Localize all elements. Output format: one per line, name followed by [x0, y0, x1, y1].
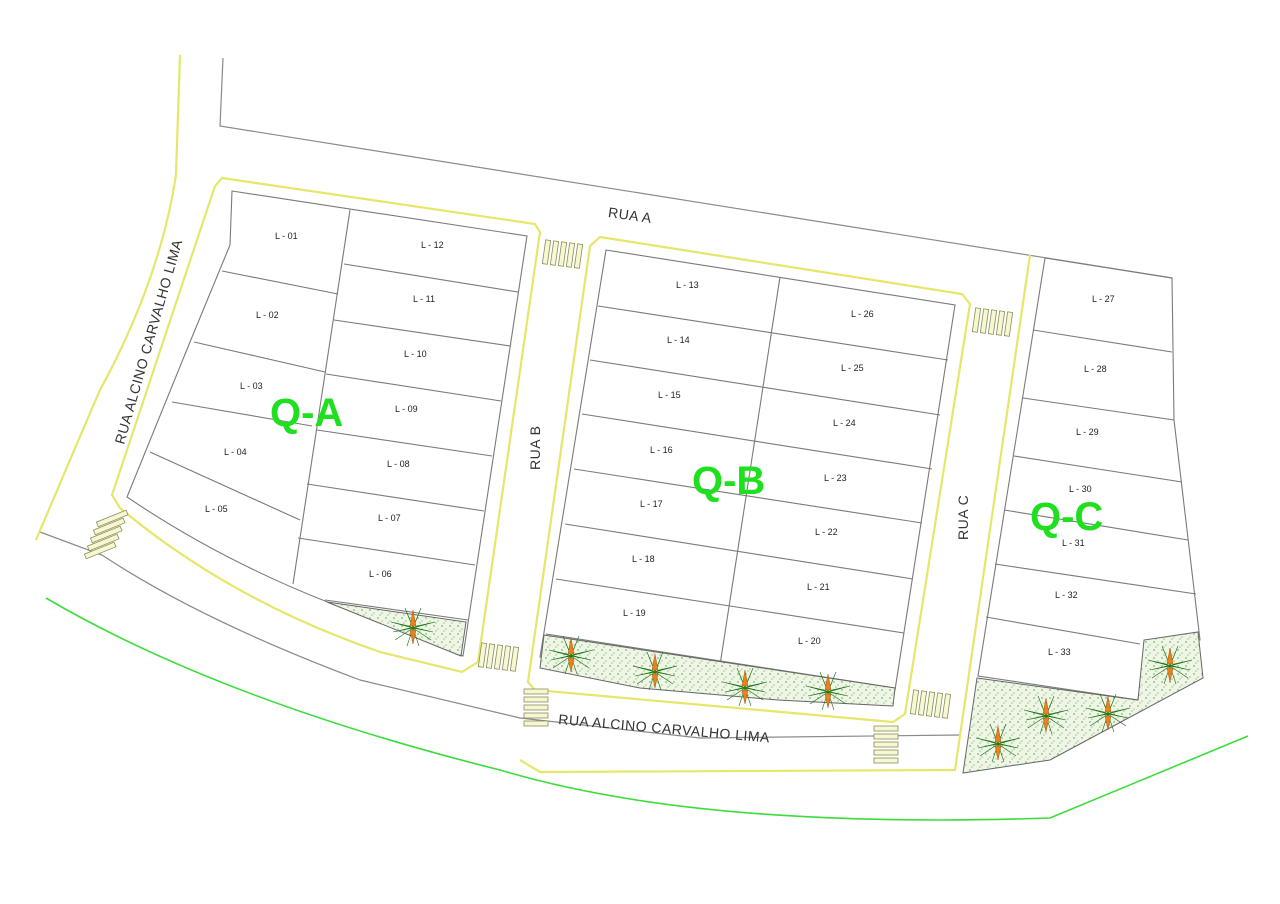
lot-label: L - 09 [395, 404, 418, 414]
crosswalk-alcino-c [873, 725, 899, 764]
lot-label: L - 11 [413, 294, 435, 304]
lot-label: L - 12 [421, 240, 444, 250]
green-area-qc [962, 631, 1204, 774]
street-label-rua-b: RUA B [527, 425, 543, 470]
lot-labels: L - 01 L - 02 L - 03 L - 04 L - 05 L - 0… [205, 231, 1115, 657]
lot-label: L - 20 [798, 636, 821, 646]
lot-label: L - 21 [807, 582, 830, 592]
lot-label: L - 26 [851, 309, 874, 319]
lot-label: L - 27 [1092, 294, 1115, 304]
lot-label: L - 08 [387, 459, 410, 469]
lot-label: L - 15 [658, 390, 681, 400]
green-areas [326, 601, 1204, 774]
lot-label: L - 29 [1076, 427, 1099, 437]
lot-label: L - 14 [667, 335, 690, 345]
lot-label: L - 30 [1069, 484, 1092, 494]
crosswalk-rua-b-bottom [477, 642, 520, 672]
lot-label: L - 31 [1062, 538, 1085, 548]
lot-label: L - 32 [1055, 590, 1078, 600]
lot-label: L - 28 [1084, 364, 1107, 374]
lot-label: L - 25 [841, 363, 864, 373]
lot-label: L - 18 [632, 554, 655, 564]
green-area-qb [539, 634, 896, 707]
crosswalk-alcino-b [523, 688, 549, 727]
lot-label: L - 07 [378, 513, 401, 523]
crosswalk-rua-c-bottom [909, 689, 952, 719]
street-label-alcino-vertical: RUA ALCINO CARVALHO LIMA [112, 237, 186, 446]
crosswalk-rua-a-c [971, 307, 1014, 337]
block-qa-lots [126, 190, 528, 657]
outer-roads [34, 54, 1249, 821]
lot-label: L - 13 [676, 280, 699, 290]
lot-label: L - 06 [369, 569, 392, 579]
street-label-rua-c: RUA C [955, 495, 971, 540]
lot-label: L - 03 [240, 381, 263, 391]
lot-label: L - 01 [275, 231, 298, 241]
crosswalk-rua-a-b [541, 239, 584, 269]
lot-label: L - 17 [640, 499, 663, 509]
street-label-alcino-bottom: RUA ALCINO CARVALHO LIMA [558, 711, 771, 745]
lot-label: L - 16 [650, 445, 673, 455]
lot-label: L - 22 [815, 527, 838, 537]
block-labels: Q-A Q-B Q-C [270, 391, 1103, 539]
lot-label: L - 04 [224, 447, 247, 457]
lot-label: L - 33 [1048, 647, 1071, 657]
block-label-qc: Q-C [1030, 495, 1103, 539]
green-area-qa [326, 601, 467, 657]
block-label-qa: Q-A [270, 391, 343, 435]
lot-label: L - 24 [833, 418, 856, 428]
lot-label: L - 10 [404, 349, 427, 359]
street-label-rua-a: RUA A [607, 204, 653, 226]
lot-label: L - 23 [824, 473, 847, 483]
crosswalk-alcino-left [83, 509, 129, 560]
lot-label: L - 02 [256, 310, 279, 320]
lot-label: L - 05 [205, 504, 228, 514]
lot-label: L - 19 [623, 608, 646, 618]
block-label-qb: Q-B [692, 459, 765, 503]
crosswalks [83, 239, 1014, 764]
